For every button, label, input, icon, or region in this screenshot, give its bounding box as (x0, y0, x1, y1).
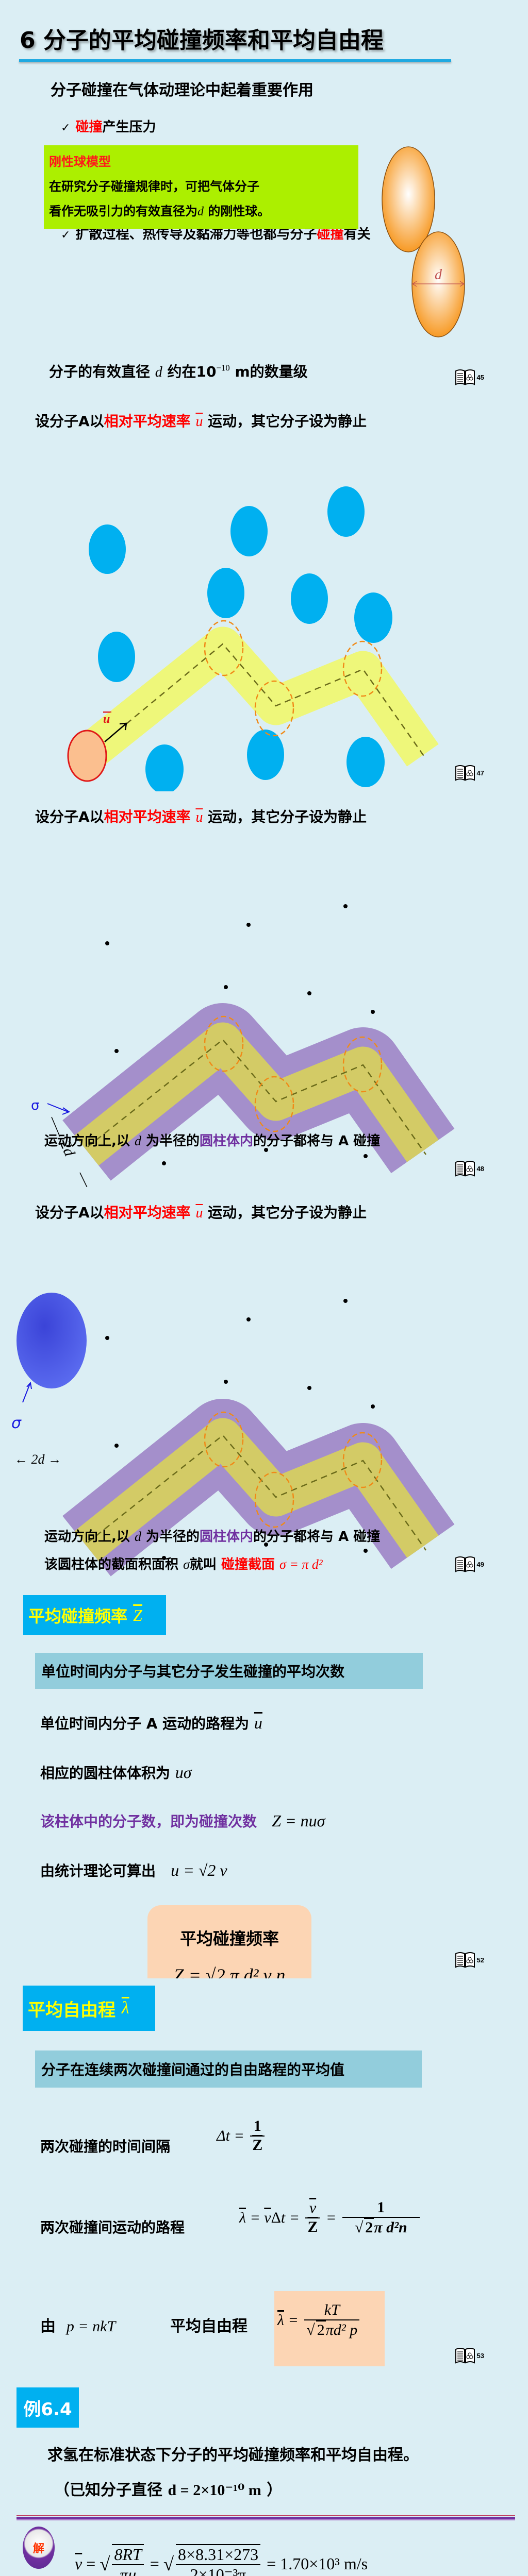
result-title: 平均碰撞频率 (179, 1929, 279, 1948)
svg-text:u: u (103, 713, 110, 726)
definition-box: 分子在连续两次碰撞间通过的自由路程的平均值 (35, 2050, 422, 2088)
rigid-spheres-illustration: d (382, 146, 465, 337)
bullet-item: ✓碰撞产生压力 (61, 120, 156, 135)
path-formula: λ = vΔt = vZ = 1√2π d²n λ = v Δt = v / Z… (239, 2199, 422, 2236)
result-formula: Z = √2 π d² v n (173, 1965, 286, 1978)
section-label: 平均碰撞频率 Z (23, 1595, 166, 1635)
svg-text:σ: σ (11, 1414, 22, 1432)
line-1: 单位时间内分子 A 运动的路程为 u (40, 1714, 262, 1732)
bullet-item: ✓扩散过程、热传导及黏滞力等也都与分子碰撞有关 (61, 227, 371, 242)
check-icon: ✓ (61, 122, 71, 134)
page-number: 52 (455, 1952, 484, 1968)
caption-2: 该圆柱体的截面积面积 σ就叫 碰撞截面 σ = π d² (44, 1557, 323, 1572)
book-icon (455, 369, 475, 385)
question: 求氢在标准状态下分子的平均碰撞频率和平均自由程。 (47, 2446, 419, 2464)
slide-54: 例6.4 求氢在标准状态下分子的平均碰撞频率和平均自由程。 （已知分子直径 d … (0, 2374, 528, 2576)
book-icon (455, 1161, 475, 1177)
page-number: 53 (455, 2347, 484, 2364)
solution-badge: 解 (23, 2527, 55, 2569)
svg-text:← 2d →: ← 2d → (14, 1452, 61, 1467)
slide-53: 平均自由程 λ 分子在连续两次碰撞间通过的自由路程的平均值 两次碰撞的时间间隔 … (0, 1978, 528, 2374)
slide-49: 设分子A以相对平均速率 u 运动，其它分子设为静止 σ ← 2d → 运动方向上… (0, 1187, 528, 1583)
slide-45: 6 分子的平均碰撞频率和平均自由程 分子碰撞在气体动理论中起着重要作用 ✓碰撞产… (0, 0, 528, 396)
result-box: 平均碰撞频率 Z = √2 π d² v n (147, 1905, 311, 1978)
example-label: 例6.4 (16, 2387, 79, 2428)
subheading: 分子碰撞在气体动理论中起着重要作用 (51, 81, 314, 99)
result-box: λ = kT√2πd² p λ = kT / (√2 π d² p) (274, 2291, 385, 2366)
title-underline (19, 59, 451, 62)
line-3: 该柱体中的分子数，即为碰撞次数 Z = nuσ (40, 1811, 325, 1830)
given: （已知分子直径 d = 2×10⁻¹⁰ m ） (54, 2481, 283, 2499)
page-number: 45 (455, 369, 484, 385)
rigid-sphere-model-box: 刚性球模型 在研究分子碰撞规律时，可把气体分子 看作无吸引力的有效直径为d 的刚… (44, 145, 358, 229)
point-molecules (105, 904, 375, 1165)
model-line-1: 在研究分子碰撞规律时，可把气体分子 (49, 179, 259, 194)
svg-text:σ: σ (31, 1098, 39, 1113)
book-icon (455, 2348, 475, 2364)
caption: 运动方向上,以 d 为半径的圆柱体内的分子都将与 A 碰撞 (44, 1529, 381, 1545)
divider (16, 2515, 515, 2520)
svg-text:d: d (435, 267, 442, 283)
interval-formula: Δt = 1Z Δt = 1 / Z (217, 2117, 267, 2154)
result-label: 平均自由程 (170, 2317, 248, 2335)
page-title: 6 分子的平均碰撞频率和平均自由程 (20, 27, 384, 54)
from-row: 由 p = nkT (40, 2317, 116, 2335)
diameter-note: 分子的有效直径 d 约在10−10 m的数量级 (49, 363, 308, 380)
definition-box: 单位时间内分子与其它分子发生碰撞的平均次数 (35, 1653, 423, 1689)
molecule-a (67, 730, 107, 782)
book-icon (455, 765, 475, 781)
slide-52: 平均碰撞频率 Z 单位时间内分子与其它分子发生碰撞的平均次数 单位时间内分子 A… (0, 1583, 528, 1978)
check-icon: ✓ (61, 229, 71, 242)
slide-47: 设分子A以相对平均速率 u 运动，其它分子设为静止 u (0, 396, 528, 791)
page-number: 49 (455, 1556, 484, 1572)
line-2: 相应的圆柱体体积为 uσ (40, 1763, 192, 1782)
collision-path-diagram: u (67, 486, 439, 791)
point-molecules (105, 1299, 375, 1560)
section-label: 平均自由程 λ (23, 1986, 155, 2031)
slide-heading: 设分子A以相对平均速率 u 运动，其它分子设为静止 (35, 808, 367, 825)
collision-cross-section-diagram: σ ← 2d → (11, 1293, 455, 1577)
model-line-2: 看作无吸引力的有效直径为d 的刚性球。 (49, 204, 270, 218)
caption: 运动方向上,以 d 为半径的圆柱体内的分子都将与 A 碰撞 (44, 1133, 381, 1149)
slide-heading: 设分子A以相对平均速率 u 运动，其它分子设为静止 (35, 413, 367, 430)
slide-48: 设分子A以相对平均速率 u 运动，其它分子设为静止 σ 2d 运动方向上,以 d… (0, 791, 528, 1187)
stationary-molecules (89, 486, 392, 791)
book-icon (455, 1556, 475, 1572)
collision-cylinder-diagram: σ 2d (31, 904, 455, 1187)
model-title: 刚性球模型 (49, 155, 111, 169)
page-number: 48 (455, 1160, 484, 1177)
interval-row: 两次碰撞的时间间隔 (40, 2138, 171, 2155)
page-number: 47 (455, 765, 484, 781)
line-4: 由统计理论可算出 u = √2 v (40, 1861, 227, 1879)
path-row: 两次碰撞间运动的路程 (40, 2219, 185, 2236)
slide-heading: 设分子A以相对平均速率 u 运动，其它分子设为静止 (35, 1204, 367, 1221)
cross-section-disk (16, 1293, 87, 1388)
book-icon (455, 1952, 475, 1968)
